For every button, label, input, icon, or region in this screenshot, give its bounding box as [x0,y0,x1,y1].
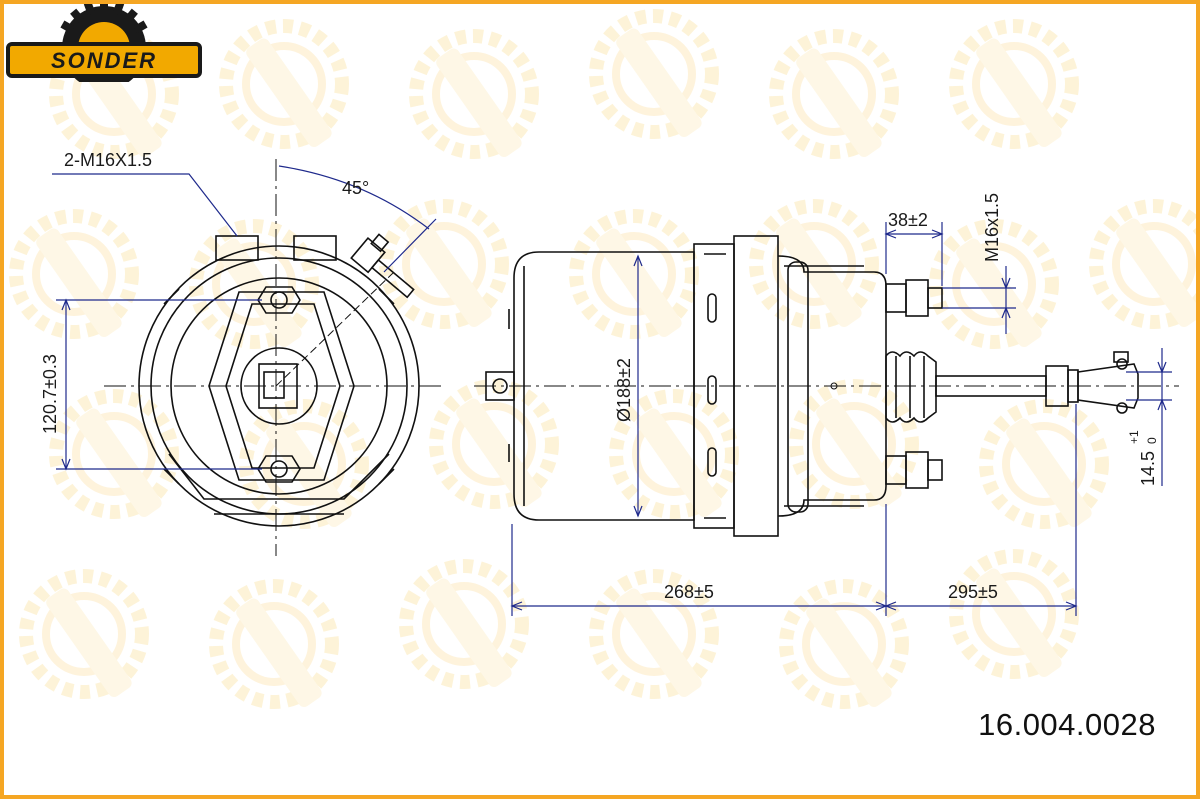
sonder-logo: SONDER [6,4,202,82]
thread-right-label: M16x1.5 [982,193,1002,262]
offset-38-label: 38±2 [888,210,928,230]
side-view-dimensions [510,222,1172,616]
part-number: 16.004.0028 [978,707,1156,742]
logo-text: SONDER [51,48,157,73]
clevis-base-label: 14.5 [1138,451,1158,486]
thread-left-label: 2-M16X1.5 [64,150,152,170]
side-view-centerlines [474,382,1179,390]
end-view-centerlines [104,159,444,556]
length-body-label: 268±5 [664,582,714,602]
end-view-dimensions [52,165,437,471]
watermark-layer [16,16,1200,709]
length-rod-label: 295±5 [948,582,998,602]
height-left-label: 120.7±0.3 [40,354,60,434]
angle-label: 45° [342,178,369,198]
end-view [138,233,420,527]
technical-drawing: 2-M16X1.5 45° 120.7±0.3 Ø188±2 38±2 M16x… [4,4,1200,799]
clevis-tol-upper: +1 [1127,430,1141,444]
clevis-tol-lower: 0 [1145,437,1159,444]
diameter-label: Ø188±2 [614,358,634,422]
dimension-labels: 2-M16X1.5 45° 120.7±0.3 Ø188±2 38±2 M16x… [40,150,1159,602]
